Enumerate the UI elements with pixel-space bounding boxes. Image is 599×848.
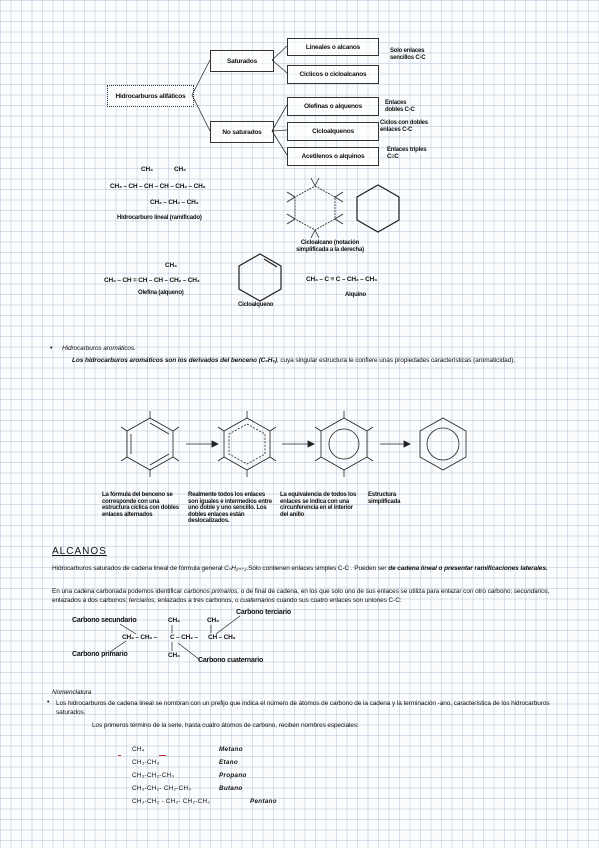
alcanos-p1-formula: CₙH₂ₙ₊₂ [224,565,247,572]
bullet-dot-2: • [47,699,50,706]
cyclo-caption: Cicloalcano (notación simplificada a la … [296,240,364,253]
nomenclatura-bullet: Los hidrocarburos de cadena lineal se no… [56,700,550,716]
aromatic-text-italic: Los hidrocarburos aromáticos son los der… [72,357,277,364]
alcanos-p1-c: de cadena lineal o presentar ramificacio… [388,565,548,572]
table-row-name: Butano [219,785,243,792]
cyclohexene-icon [238,253,282,302]
alcanos-p2-primarios: carbonos primarios, [183,588,240,595]
alcanos-p1-b: .Sólo contienen enlaces simples C-C . Pu… [246,565,389,572]
benzene-caption-2: Realmente todos los enlaces son iguales … [188,492,272,525]
red-mark-2 [159,755,166,756]
root-box: Hidrocarburos alifáticos [107,85,194,107]
alcanos-p2-d: enlazados a tres carbonos, o [155,596,241,604]
alcanos-heading: ALCANOS [52,546,107,557]
table-row-name: Propano [219,772,247,779]
no-saturados-box: No saturados [210,121,274,143]
alcanos-p2-b: o de final de cadena, en los que solo un… [239,588,514,595]
olefinas-note: Enlaces dobles C-C [385,100,415,113]
acetilenos-box: Acetilenos o alquinos [287,147,379,166]
cicloalquenos-box: Cicloalquenos [287,122,379,141]
alcanos-p1: Hidrocarburos saturados de cadena lineal… [52,565,557,574]
label-carbono-cuaternario: Carbono cuaternario [198,657,264,664]
acetilenos-note: Enlaces triples C≡C [387,147,427,160]
label-carbono-terciario: Carbono terciario [236,609,291,616]
chain-top1: CH₃ [168,617,180,624]
aromatic-text-rest: , cuya singular estructura le confiere u… [276,357,515,364]
alcanos-p2-cuaternarios: cuaternarios [240,596,275,604]
row-formula: CH₄ [132,746,145,753]
chain-main-left: CH₃ – CH₂ – [122,634,158,641]
chain-top2: CH₃ [207,617,219,624]
table-row: CH₄ [132,746,145,753]
red-mark [118,755,121,756]
cicloalquenos-note: Ciclos con dobles enlaces C-C [380,120,428,133]
table-row: CH₃-CH₂ - CH₂- CH₂-CH₃ [132,798,210,805]
row-formula: CH₃-CH₂- CH₂-CH₃ [132,785,192,792]
branched-top1: CH₃ [141,166,153,173]
alkyne-main: CH₃ – C ≡ C – CH₂ – CH₃ [306,276,377,283]
chain-main-c: C – CH₂ – [170,634,198,641]
row-formula: CH₃-CH₂-CH₃ [132,772,175,779]
alcanos-p2-secundarios: secundarios, [513,588,550,595]
table-row: CH₃-CH₂- CH₂-CH₃ [132,785,191,792]
cyclohexane-full-icon [286,177,344,239]
aromatic-text: Los hidrocarburos aromáticos son los der… [72,357,552,366]
aromatic-bullet: Hidrocarburos aromáticos. [62,345,136,352]
lineales-box: Lineales o alcanos [287,38,379,56]
table-row-name: Etano [219,759,238,766]
bullet-dot: • [50,345,53,352]
table-row: CH₃-CH₃ [132,759,160,766]
alcanos-p2-c: enlazados a dos carbonos; [52,596,129,604]
chain-bottom: CH₃ [168,652,180,659]
alcanos-p2-terciarios: terciarios, [128,596,156,604]
branched-caption: Hidrocarburo lineal (ramificado) [117,215,202,221]
nomenclatura-intro: Los primeros término de la serie, hasta … [92,722,359,729]
table-row: CH₃-CH₂-CH₃ [132,772,174,779]
olefin-top: CH₃ [165,262,177,269]
chain-main-right: CH – CH₃ [208,634,236,641]
saturados-note: Solo enlaces sencillos C-C [390,48,426,61]
benzene-caption-3: La equivalencia de todos los enlaces se … [280,492,357,518]
branched-top2: CH₃ [174,166,186,173]
olefinas-box: Olefinas o alquenos [287,97,379,116]
alcanos-p2-e: cuando sus cuatro enlaces son uniones C-… [274,596,402,604]
alcanos-p1-a: Hidrocarburos saturados de cadena lineal… [52,565,225,572]
label-carbono-secundario: Carbono secundario [72,617,137,624]
olefin-caption: Olefina (alqueno) [138,290,184,296]
nomenclatura-heading: Nomenclatura [52,689,92,696]
row-formula: CH₃-CH₂ - CH₂- CH₂-CH₃ [132,798,211,805]
alcanos-p2-a: En una cadena carbonada podemos identifi… [52,588,184,595]
branched-main: CH₃ – CH – CH – CH – CH₂ – CH₃ [110,183,206,190]
ciclicos-box: Cíclicos o cicloalcanos [287,65,379,84]
table-row-name: Metano [219,746,243,753]
cycloalkene-caption: Cicloalqueno [238,302,274,308]
cyclohexane-simplified-icon [356,184,400,233]
row-formula: CH₃-CH₃ [132,759,160,766]
table-row-name: Pentano [250,798,277,805]
label-carbono-primario: Carbono primario [72,651,128,658]
branched-bottom: CH₂ – CH₂ – CH₃ [150,199,199,206]
alcanos-p2: En una cadena carbonada podemos identifi… [52,588,562,606]
benzene-caption-1: La fórmula del benceno se corresponde co… [102,492,179,518]
olefin-main: CH₃ – CH = CH – CH – CH₂ – CH₃ [104,277,200,284]
benzene-caption-4: Estructura simplificada [368,492,401,505]
benzene-sequence-diagram [120,411,467,477]
alkyne-caption: Alquino [345,292,366,298]
